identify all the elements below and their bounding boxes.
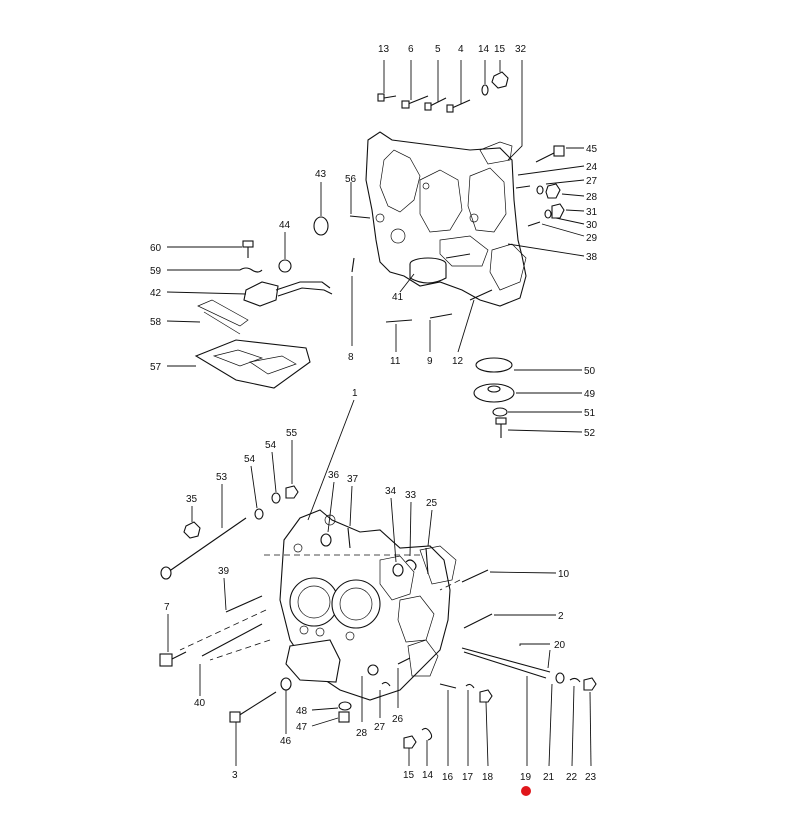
label-49: 49 (584, 389, 596, 400)
label-39: 39 (218, 566, 230, 577)
label-54-b: 54 (265, 440, 277, 451)
label-10: 10 (558, 569, 570, 580)
label-14-lower: 14 (422, 770, 434, 781)
label-59: 59 (150, 266, 162, 277)
label-40: 40 (194, 698, 206, 709)
label-2: 2 (558, 611, 564, 622)
label-16: 16 (442, 772, 454, 783)
label-35: 35 (186, 494, 198, 505)
label-30: 30 (586, 220, 598, 231)
label-33: 33 (405, 490, 417, 501)
label-27: 27 (586, 176, 598, 187)
label-15: 15 (494, 44, 506, 55)
label-23: 23 (585, 772, 597, 783)
label-14: 14 (478, 44, 490, 55)
label-41: 41 (392, 292, 404, 303)
label-53: 53 (216, 472, 228, 483)
label-3: 3 (232, 770, 238, 781)
label-55: 55 (286, 428, 298, 439)
top-bolt-row (377, 71, 509, 113)
lower-hardware (159, 485, 597, 749)
breather-assembly (194, 240, 333, 389)
label-11: 11 (390, 356, 401, 367)
label-51: 51 (584, 408, 596, 419)
label-26: 26 (392, 714, 404, 725)
label-56: 56 (345, 174, 357, 185)
label-5: 5 (435, 44, 441, 55)
label-46: 46 (280, 736, 292, 747)
label-32: 32 (515, 44, 527, 55)
label-20: 20 (554, 640, 566, 651)
label-34: 34 (385, 486, 397, 497)
label-43: 43 (315, 169, 327, 180)
label-9: 9 (427, 356, 433, 367)
label-28: 28 (586, 192, 598, 203)
label-6: 6 (408, 44, 414, 55)
label-8: 8 (348, 352, 354, 363)
label-47: 47 (296, 722, 308, 733)
label-38: 38 (586, 252, 598, 263)
cover-stack (473, 357, 515, 438)
label-21: 21 (543, 772, 555, 783)
label-24: 24 (586, 162, 598, 173)
leader-lines (166, 60, 592, 767)
label-4: 4 (458, 44, 464, 55)
label-58: 58 (150, 317, 162, 328)
label-27-lower: 27 (374, 722, 386, 733)
label-13: 13 (378, 44, 390, 55)
label-37: 37 (347, 474, 359, 485)
label-18: 18 (482, 772, 494, 783)
label-1: 1 (352, 388, 358, 399)
part-labels: 13 6 5 4 14 15 32 45 24 27 28 31 30 29 3… (150, 44, 598, 783)
label-17: 17 (462, 772, 474, 783)
label-45: 45 (586, 144, 598, 155)
label-50: 50 (584, 366, 596, 377)
label-31: 31 (586, 207, 598, 218)
label-48: 48 (296, 706, 308, 717)
label-36: 36 (328, 470, 340, 481)
right-top-parts (278, 145, 565, 273)
lower-crankcase-half (279, 509, 457, 701)
label-29: 29 (586, 233, 598, 244)
label-12: 12 (452, 356, 464, 367)
label-25: 25 (426, 498, 438, 509)
label-44: 44 (279, 220, 291, 231)
label-15-lower: 15 (403, 770, 415, 781)
upper-crankcase-half (365, 131, 527, 307)
label-54-a: 54 (244, 454, 256, 465)
label-52: 52 (584, 428, 596, 439)
click-marker-dot (521, 786, 531, 796)
label-19: 19 (520, 772, 532, 783)
label-7: 7 (164, 602, 170, 613)
upper-studs (351, 257, 493, 323)
label-28-lower: 28 (356, 728, 368, 739)
label-57: 57 (150, 362, 162, 373)
label-42: 42 (150, 288, 162, 299)
label-60: 60 (150, 243, 162, 254)
label-22: 22 (566, 772, 578, 783)
